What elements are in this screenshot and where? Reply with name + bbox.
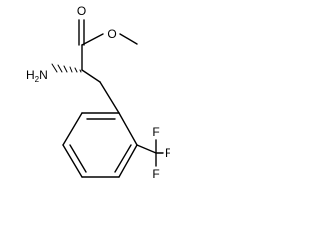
atom-amine-group: H2N bbox=[26, 68, 48, 84]
atom-fluorine-top: F bbox=[152, 125, 159, 139]
bond-alpha-amine-hashed-wedge bbox=[51, 63, 82, 73]
bond-ring-cf3 bbox=[136, 144, 157, 154]
amine-subscript: 2 bbox=[35, 75, 40, 84]
molecule-structure: O O H2N F F F bbox=[26, 4, 170, 181]
atom-carbonyl-oxygen: O bbox=[77, 4, 86, 18]
atom-fluorine-right: F bbox=[165, 146, 170, 160]
benzene-ring bbox=[62, 112, 138, 178]
bond-alpha-ch2 bbox=[81, 69, 101, 83]
bond-ch2-ring bbox=[99, 81, 120, 114]
amine-nitrogen: N bbox=[39, 68, 48, 82]
bond-carbonyl-ester-o bbox=[81, 33, 104, 46]
atom-ester-oxygen: O bbox=[107, 27, 116, 41]
bond-ester-o-methyl bbox=[119, 33, 138, 45]
atom-fluorine-bottom: F bbox=[152, 167, 159, 181]
amine-hydrogen: H bbox=[26, 68, 35, 82]
